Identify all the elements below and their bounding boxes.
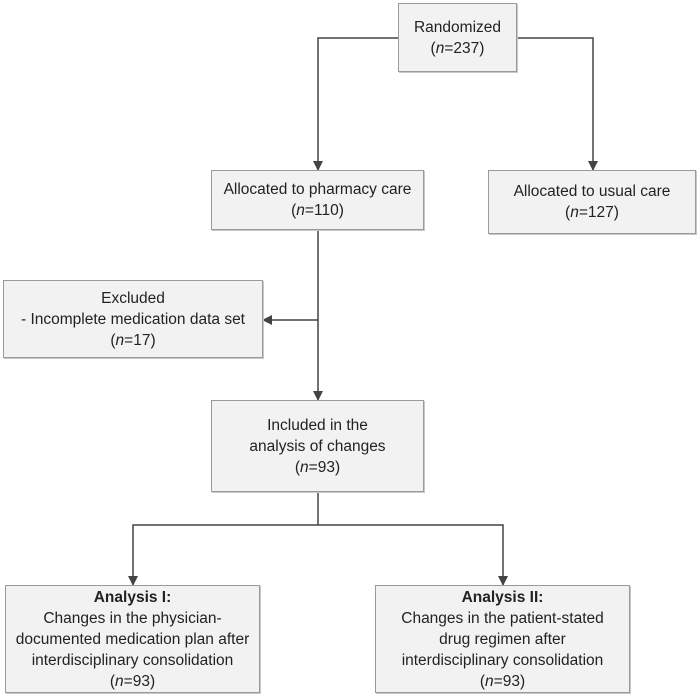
analysis-2-line-3: interdisciplinary consolidation: [401, 651, 604, 669]
usual-care-label: Allocated to usual care: [513, 183, 671, 200]
randomized-n-value: =237: [444, 39, 480, 57]
excluded-n-var: n: [115, 331, 125, 349]
included-line-2: analysis of changes: [249, 437, 386, 455]
arrow-randomized-to-pharmacy: [313, 37, 398, 171]
included-box: Included in the analysis of changes (n=9…: [211, 400, 424, 492]
pharmacy-n-var: n: [296, 202, 305, 219]
pharmacy-n-value: =110: [304, 202, 339, 219]
analysis-2-n-var: n: [485, 672, 494, 690]
analysis-1-n-value: =93: [123, 672, 150, 690]
analysis-2-title: Analysis II:: [461, 588, 544, 606]
analysis-1-line-2: documented medication plan after: [15, 630, 250, 648]
included-count: (n=93): [294, 458, 341, 476]
included-n-value: =93: [308, 458, 335, 476]
analysis-1-title: Analysis I:: [93, 588, 172, 606]
excluded-n-value: =17: [124, 331, 151, 349]
randomized-count: (n=237): [430, 39, 485, 57]
excluded-box: Excluded - Incomplete medication data se…: [3, 280, 263, 358]
included-n-var: n: [300, 458, 309, 476]
excluded-count: (n=17): [110, 331, 156, 349]
usual-n-value: =127: [578, 204, 614, 221]
analysis-1-line-3: interdisciplinary consolidation: [31, 651, 234, 669]
analysis-1-line-1: Changes in the physician-: [43, 609, 222, 627]
arrow-to-analysis-1: [128, 524, 318, 586]
excluded-title: Excluded: [101, 289, 165, 307]
usual-care-count: (n=127): [565, 204, 619, 221]
analysis-2-n-value: =93: [493, 672, 520, 690]
analysis-2-box: Analysis II: Changes in the patient-stat…: [375, 585, 630, 693]
pharmacy-care-count: (n=110): [291, 202, 344, 219]
randomized-label: Randomized: [413, 18, 502, 36]
analysis-1-n-var: n: [115, 672, 124, 690]
arrow-randomized-to-usual: [517, 37, 598, 171]
analysis-2-count: (n=93): [479, 672, 526, 690]
analysis-2-line-2: drug regimen after: [439, 630, 566, 648]
pharmacy-care-label: Allocated to pharmacy care: [223, 181, 412, 198]
arrow-to-analysis-2: [318, 524, 508, 586]
randomized-box: Randomized (n=237): [398, 3, 517, 72]
analysis-1-box: Analysis I: Changes in the physician- do…: [5, 585, 260, 693]
excluded-reason: - Incomplete medication data set: [20, 310, 245, 328]
usual-n-var: n: [570, 204, 579, 221]
analysis-2-line-1: Changes in the patient-stated: [401, 609, 604, 627]
randomized-n-var: n: [435, 39, 445, 57]
included-line-1: Included in the: [267, 416, 368, 434]
usual-care-box: Allocated to usual care (n=127): [488, 170, 696, 234]
pharmacy-care-box: Allocated to pharmacy care (n=110): [211, 170, 424, 230]
analysis-1-count: (n=93): [109, 672, 156, 690]
